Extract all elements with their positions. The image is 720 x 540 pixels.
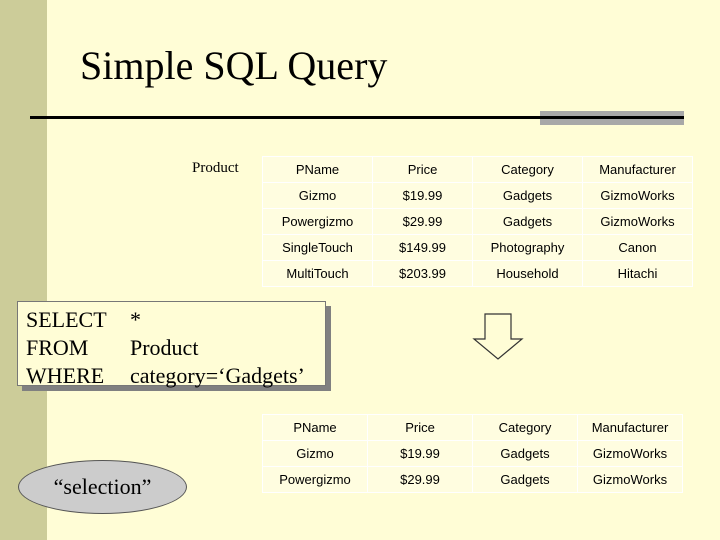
operation-label: “selection” (53, 474, 152, 499)
sql-clause: * (130, 307, 141, 332)
query-line-where: WHERE category=‘Gadgets’ (26, 362, 325, 390)
table-cell: Gizmo (262, 440, 368, 467)
table-cell: GizmoWorks (577, 440, 683, 467)
table-cell: Powergizmo (262, 208, 373, 235)
slide-title: Simple SQL Query (80, 43, 388, 88)
table-row: Powergizmo $29.99 Gadgets GizmoWorks (262, 208, 693, 235)
table-row: Powergizmo $29.99 Gadgets GizmoWorks (262, 466, 683, 493)
column-header: Price (367, 414, 473, 441)
table-cell: GizmoWorks (582, 208, 693, 235)
column-header: PName (262, 156, 373, 183)
sql-clause: category=‘Gadgets’ (130, 363, 305, 388)
table-cell: Gadgets (472, 466, 578, 493)
result-table: PName Price Category Manufacturer Gizmo … (262, 414, 683, 493)
operation-label-oval: “selection” (18, 460, 187, 514)
column-header: Price (372, 156, 473, 183)
relation-label: Product (192, 160, 239, 176)
arrow-down-icon (472, 313, 524, 360)
table-cell: Photography (472, 234, 583, 261)
product-table: PName Price Category Manufacturer Gizmo … (262, 156, 693, 287)
column-header: Manufacturer (577, 414, 683, 441)
table-row: SingleTouch $149.99 Photography Canon (262, 234, 693, 261)
table-cell: $203.99 (372, 260, 473, 287)
table-cell: $29.99 (367, 466, 473, 493)
sql-query-box: SELECT * FROM Product WHERE category=‘Gadge… (17, 301, 326, 388)
column-header: Category (472, 414, 578, 441)
title-rule (30, 116, 684, 119)
table-row: MultiTouch $203.99 Household Hitachi (262, 260, 693, 287)
table-cell: Gadgets (472, 208, 583, 235)
table-cell: Hitachi (582, 260, 693, 287)
query-line-from: FROM Product (26, 334, 325, 362)
column-header: Manufacturer (582, 156, 693, 183)
table-cell: GizmoWorks (577, 466, 683, 493)
table-header-row: PName Price Category Manufacturer (262, 414, 683, 441)
table-row: Gizmo $19.99 Gadgets GizmoWorks (262, 182, 693, 209)
table-cell: $19.99 (367, 440, 473, 467)
table-cell: Household (472, 260, 583, 287)
sql-keyword: SELECT (26, 307, 107, 332)
query-line-select: SELECT * (26, 306, 325, 334)
column-header: PName (262, 414, 368, 441)
table-cell: $29.99 (372, 208, 473, 235)
table-cell: Gadgets (472, 182, 583, 209)
table-row: Gizmo $19.99 Gadgets GizmoWorks (262, 440, 683, 467)
sql-keyword: WHERE (26, 363, 105, 388)
side-band (0, 0, 47, 540)
table-cell: SingleTouch (262, 234, 373, 261)
sql-keyword: FROM (26, 335, 89, 360)
table-cell: MultiTouch (262, 260, 373, 287)
table-header-row: PName Price Category Manufacturer (262, 156, 693, 183)
table-cell: $19.99 (372, 182, 473, 209)
table-cell: Powergizmo (262, 466, 368, 493)
table-cell: Canon (582, 234, 693, 261)
table-cell: Gadgets (472, 440, 578, 467)
table-cell: $149.99 (372, 234, 473, 261)
table-cell: Gizmo (262, 182, 373, 209)
column-header: Category (472, 156, 583, 183)
sql-clause: Product (130, 335, 199, 360)
table-cell: GizmoWorks (582, 182, 693, 209)
